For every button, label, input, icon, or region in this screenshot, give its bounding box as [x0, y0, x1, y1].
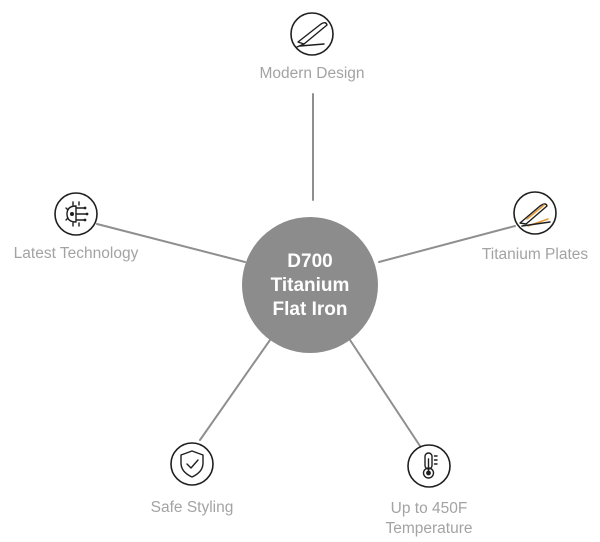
feature-label-modern-design: Modern Design	[259, 65, 364, 82]
hub-circle	[242, 217, 378, 353]
feature-temperature: Up to 450F Temperature	[385, 444, 473, 537]
connectors	[96, 93, 516, 447]
hub-title-line-3: Flat Iron	[273, 299, 348, 320]
feature-label-titanium-plates: Titanium Plates	[482, 246, 588, 263]
hub: D700 Titanium Flat Iron	[242, 217, 378, 353]
hub-title-line-2: Titanium	[271, 275, 350, 296]
shield-check-icon	[170, 442, 214, 486]
gear-circuit-icon	[54, 192, 98, 236]
feature-label-temperature-line-2: Temperature	[385, 520, 472, 537]
feature-label-temperature-line-1: Up to 450F	[391, 500, 468, 517]
connector-temperature	[349, 339, 421, 447]
feature-titanium-plates: Titanium Plates	[482, 191, 588, 263]
connector-safe-styling	[199, 339, 271, 441]
flat-iron-icon	[290, 12, 334, 56]
feature-modern-design: Modern Design	[259, 12, 365, 82]
hub-title-line-1: D700	[287, 251, 332, 272]
feature-latest-technology: Latest Technology	[14, 192, 139, 262]
titanium-plates-icon	[513, 191, 557, 235]
feature-label-safe-styling: Safe Styling	[151, 499, 234, 516]
feature-label-latest-technology: Latest Technology	[14, 245, 139, 262]
feature-safe-styling: Safe Styling	[151, 442, 234, 516]
thermometer-icon	[407, 444, 451, 488]
connector-latest-technology	[96, 223, 246, 263]
connector-titanium-plates	[378, 225, 516, 263]
